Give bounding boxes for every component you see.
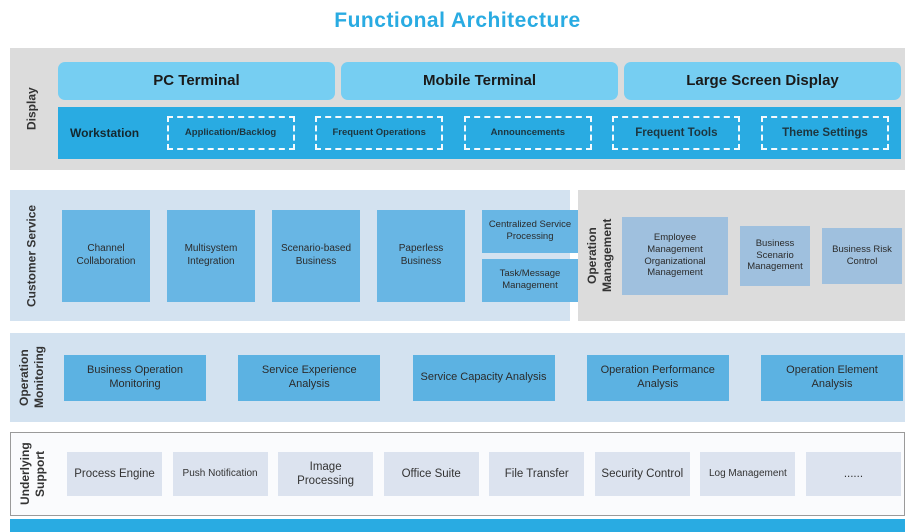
operation-monitoring-content: Business Operation Monitoring Service Ex… — [54, 333, 905, 422]
business-scenario-management-box: Business Scenario Management — [740, 225, 810, 286]
customer-service-content: Channel Collaboration Multisystem Integr… — [54, 190, 585, 321]
display-content: PC Terminal Mobile Terminal Large Screen… — [54, 48, 905, 170]
channel-collaboration-box: Channel Collaboration — [62, 209, 150, 302]
customer-service-section-label: Customer Service — [24, 204, 39, 307]
underlying-support-section-label: Underlying Support — [18, 442, 47, 506]
operation-performance-analysis-box: Operation Performance Analysis — [586, 354, 729, 401]
display-section: Display PC Terminal Mobile Terminal Larg… — [10, 48, 905, 170]
business-risk-control-box: Business Risk Control — [822, 227, 902, 284]
scenario-based-business-box: Scenario-based Business — [272, 209, 360, 302]
workstation-item-frequent-operations: Frequent Operations — [315, 116, 444, 150]
underlying-support-content: Process Engine Push Notification Image P… — [55, 433, 904, 515]
page-title: Functional Architecture — [334, 9, 581, 32]
office-suite-box: Office Suite — [383, 452, 479, 496]
push-notification-box: Push Notification — [172, 452, 268, 496]
large-screen-display-box: Large Screen Display — [624, 62, 901, 100]
service-capacity-analysis-box: Service Capacity Analysis — [412, 354, 555, 401]
display-section-label: Display — [24, 87, 39, 131]
task-message-management-box: Task/Message Management — [482, 258, 578, 302]
image-processing-box: Image Processing — [278, 452, 374, 496]
operation-management-section: Operation Management Employee Management… — [578, 190, 905, 321]
employee-organizational-management-box: Employee Management Organizational Manag… — [622, 216, 728, 295]
workstation-bar: Workstation Application/Backlog Frequent… — [58, 107, 901, 159]
paperless-business-box: Paperless Business — [377, 209, 465, 302]
underlying-support-section: Underlying Support Process Engine Push N… — [10, 432, 905, 516]
ellipsis-box: ...... — [805, 452, 901, 496]
service-experience-analysis-box: Service Experience Analysis — [238, 354, 381, 401]
workstation-item-theme-settings: Theme Settings — [760, 116, 889, 150]
process-engine-box: Process Engine — [67, 452, 162, 496]
terminals-row: PC Terminal Mobile Terminal Large Screen… — [58, 62, 901, 100]
customer-service-stack: Centralized Service Processing Task/Mess… — [482, 209, 578, 302]
mobile-terminal-box: Mobile Terminal — [341, 62, 618, 100]
centralized-service-processing-box: Centralized Service Processing — [482, 209, 578, 253]
workstation-item-announcements: Announcements — [463, 116, 592, 150]
workstation-label: Workstation — [70, 126, 140, 140]
operation-monitoring-section: Operation Monitoring Business Operation … — [10, 333, 905, 422]
pc-terminal-box: PC Terminal — [58, 62, 335, 100]
log-management-box: Log Management — [700, 452, 796, 496]
file-transfer-box: File Transfer — [489, 452, 585, 496]
operation-management-content: Employee Management Organizational Manag… — [622, 190, 909, 321]
multisystem-integration-box: Multisystem Integration — [167, 209, 255, 302]
operation-monitoring-section-label: Operation Monitoring — [17, 346, 46, 409]
operation-element-analysis-box: Operation Element Analysis — [761, 354, 903, 401]
customer-service-section: Customer Service Channel Collaboration M… — [10, 190, 578, 321]
workstation-item-application-backlog: Application/Backlog — [166, 116, 295, 150]
bottom-accent-bar — [10, 519, 905, 532]
business-operation-monitoring-box: Business Operation Monitoring — [64, 354, 206, 401]
operation-management-section-label: Operation Management — [585, 218, 614, 293]
security-control-box: Security Control — [594, 452, 690, 496]
workstation-item-frequent-tools: Frequent Tools — [612, 116, 741, 150]
